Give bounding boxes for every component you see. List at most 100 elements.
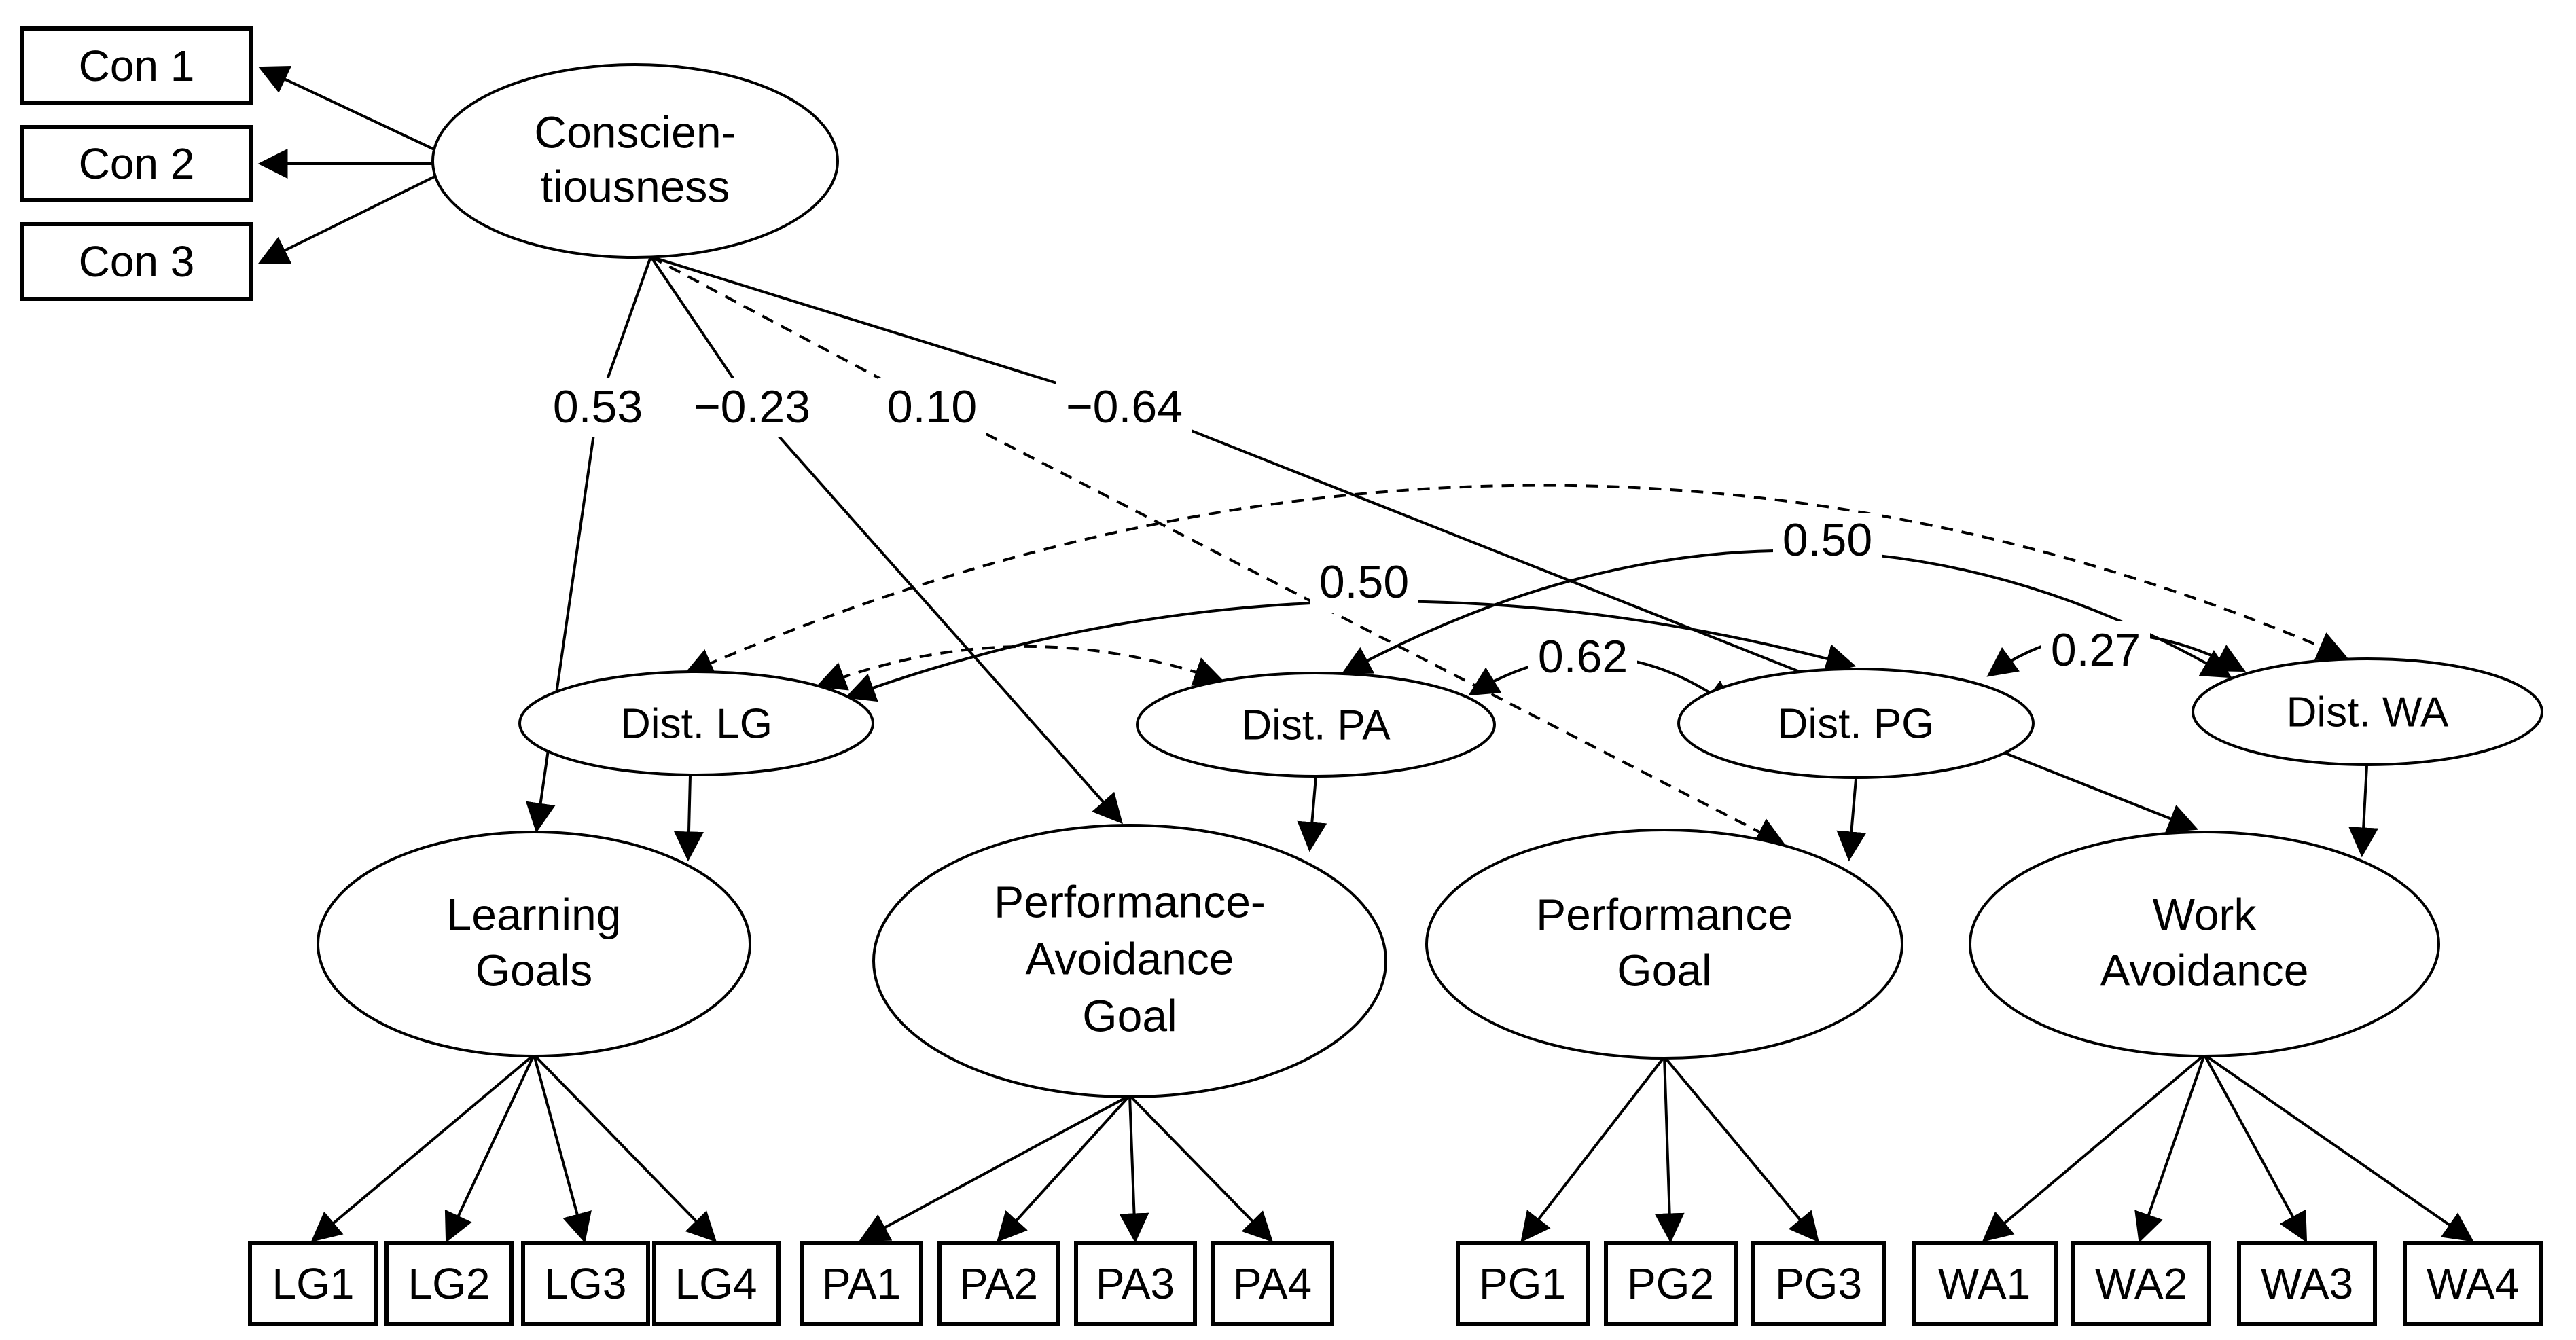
arrow-dist-pg-to-performance-goal — [1836, 778, 1867, 862]
con2-label: Con 2 — [79, 139, 195, 188]
indicator-box-lg4: LG4 — [652, 1241, 781, 1326]
arrow-dist-wa-to-work-avoidance — [2348, 765, 2379, 858]
indicator-box-wa1: WA1 — [1912, 1241, 2058, 1326]
arc-dist-lg-wa — [683, 484, 2348, 677]
coef-0.53: 0.53 — [553, 381, 643, 433]
corr-lg-pg: 0.50 — [1310, 553, 1418, 613]
indicator-box-wa4: WA4 — [2403, 1241, 2543, 1326]
conscientiousness-label-line1: Conscien- — [534, 107, 736, 157]
arrow-wa2 — [2134, 1054, 2206, 1244]
pg2-label: PG2 — [1627, 1259, 1714, 1308]
wa3-label: WA3 — [2261, 1259, 2353, 1308]
dist-pg-label: Dist. PG — [1778, 700, 1935, 747]
indicator-box-pg3: PG3 — [1751, 1241, 1886, 1326]
corr-0.62: 0.62 — [1538, 631, 1628, 683]
coef-minus-0.23: −0.23 — [694, 381, 810, 433]
dist-pa-label: Dist. PA — [1241, 702, 1391, 748]
lg4-label: LG4 — [675, 1259, 757, 1308]
arrow-lg4 — [533, 1053, 717, 1243]
indicator-box-wa3: WA3 — [2237, 1241, 2377, 1326]
pg1-label: PG1 — [1479, 1259, 1566, 1308]
corr-0.50-lg-pg: 0.50 — [1319, 556, 1409, 608]
conscientiousness-label-line2: tiousness — [541, 161, 730, 211]
corr-0.50-pa-wa: 0.50 — [1783, 514, 1872, 566]
arrow-wa1 — [1982, 1053, 2206, 1242]
coef-conscientiousness-learning-goals: 0.53 — [543, 378, 652, 437]
ellipse-conscientiousness — [431, 63, 839, 259]
performance-goal-line1: Performance — [1536, 889, 1793, 939]
arrow-pa2 — [997, 1094, 1131, 1243]
indicator-box-con3: Con 3 — [20, 222, 253, 301]
performance-avoidance-line3: Goal — [1082, 990, 1177, 1040]
arrow-pg1 — [1520, 1055, 1666, 1243]
ellipse-learning-goals — [317, 831, 751, 1057]
indicator-box-con1: Con 1 — [20, 26, 253, 105]
arrow-wa4 — [2203, 1053, 2474, 1242]
pa1-label: PA1 — [822, 1259, 901, 1308]
coef-conscientiousness-work-avoidance: −0.64 — [1056, 378, 1192, 437]
corr-pa-wa: 0.50 — [1773, 513, 1882, 569]
indicator-box-lg2: LG2 — [384, 1241, 514, 1326]
pa4-label: PA4 — [1233, 1259, 1312, 1308]
pg3-label: PG3 — [1775, 1259, 1862, 1308]
indicator-box-pa3: PA3 — [1074, 1241, 1197, 1326]
lg3-label: LG3 — [545, 1259, 627, 1308]
coef-conscientiousness-performance-goal: 0.10 — [878, 378, 986, 437]
arrow-lg3 — [533, 1054, 592, 1244]
indicator-box-lg3: LG3 — [521, 1241, 650, 1326]
arc-dist-lg-pa — [815, 645, 1225, 691]
pa3-label: PA3 — [1096, 1259, 1175, 1308]
arrow-lg1 — [310, 1053, 535, 1242]
ellipse-performance-avoidance-goal — [872, 824, 1387, 1098]
pa2-label: PA2 — [959, 1259, 1038, 1308]
corr-pa-pg: 0.62 — [1528, 628, 1637, 687]
indicator-box-pa1: PA1 — [800, 1241, 923, 1326]
learning-goals-line1: Learning — [447, 889, 622, 939]
con3-label: Con 3 — [79, 237, 195, 286]
wa4-label: WA4 — [2427, 1259, 2519, 1308]
indicator-box-pg1: PG1 — [1456, 1241, 1590, 1326]
arrow-dist-lg-to-learning-goals — [673, 775, 704, 862]
dist-lg-label: Dist. LG — [620, 700, 772, 747]
indicator-box-wa2: WA2 — [2071, 1241, 2211, 1326]
arrow-pa4 — [1128, 1094, 1274, 1243]
coef-conscientiousness-performance-avoidance: −0.23 — [684, 378, 820, 437]
corr-0.27: 0.27 — [2051, 624, 2141, 676]
coef-minus-0.64: −0.64 — [1066, 381, 1183, 433]
arrow-con1 — [258, 65, 444, 155]
learning-goals-line2: Goals — [476, 945, 592, 995]
arrow-lg2 — [444, 1054, 535, 1243]
work-avoidance-line1: Work — [2153, 889, 2257, 939]
arrow-wa3 — [2203, 1054, 2308, 1243]
wa2-label: WA2 — [2095, 1259, 2187, 1308]
dist-wa-label: Dist. WA — [2287, 689, 2449, 736]
performance-avoidance-line1: Performance- — [994, 876, 1266, 926]
indicator-box-con2: Con 2 — [20, 125, 253, 202]
con1-label: Con 1 — [79, 41, 195, 90]
ellipse-performance-goal — [1425, 829, 1903, 1060]
work-avoidance-line2: Avoidance — [2100, 945, 2308, 995]
indicator-box-pa2: PA2 — [937, 1241, 1060, 1326]
performance-goal-line2: Goal — [1617, 945, 1711, 995]
arrow-dist-pa-to-performance-avoidance — [1297, 776, 1327, 852]
arrow-pa3 — [1119, 1095, 1149, 1244]
corr-pg-wa: 0.27 — [2041, 621, 2150, 681]
indicator-box-pa4: PA4 — [1211, 1241, 1334, 1326]
indicator-box-lg1: LG1 — [248, 1241, 378, 1326]
ellipse-dist-pa — [1136, 672, 1496, 778]
ellipse-work-avoidance — [1969, 831, 2440, 1057]
lg2-label: LG2 — [408, 1259, 490, 1308]
coef-0.10: 0.10 — [887, 381, 977, 433]
ellipse-dist-wa — [2192, 657, 2543, 766]
ellipse-dist-pg — [1677, 668, 2035, 779]
performance-avoidance-line2: Avoidance — [1025, 933, 1234, 983]
arrow-pg3 — [1663, 1055, 1819, 1243]
arrow-pg2 — [1654, 1056, 1685, 1244]
ellipse-dist-lg — [518, 670, 874, 776]
arrow-con3 — [258, 171, 444, 264]
indicator-box-pg2: PG2 — [1604, 1241, 1738, 1326]
arrow-pa1 — [859, 1094, 1130, 1242]
lg1-label: LG1 — [272, 1259, 355, 1308]
